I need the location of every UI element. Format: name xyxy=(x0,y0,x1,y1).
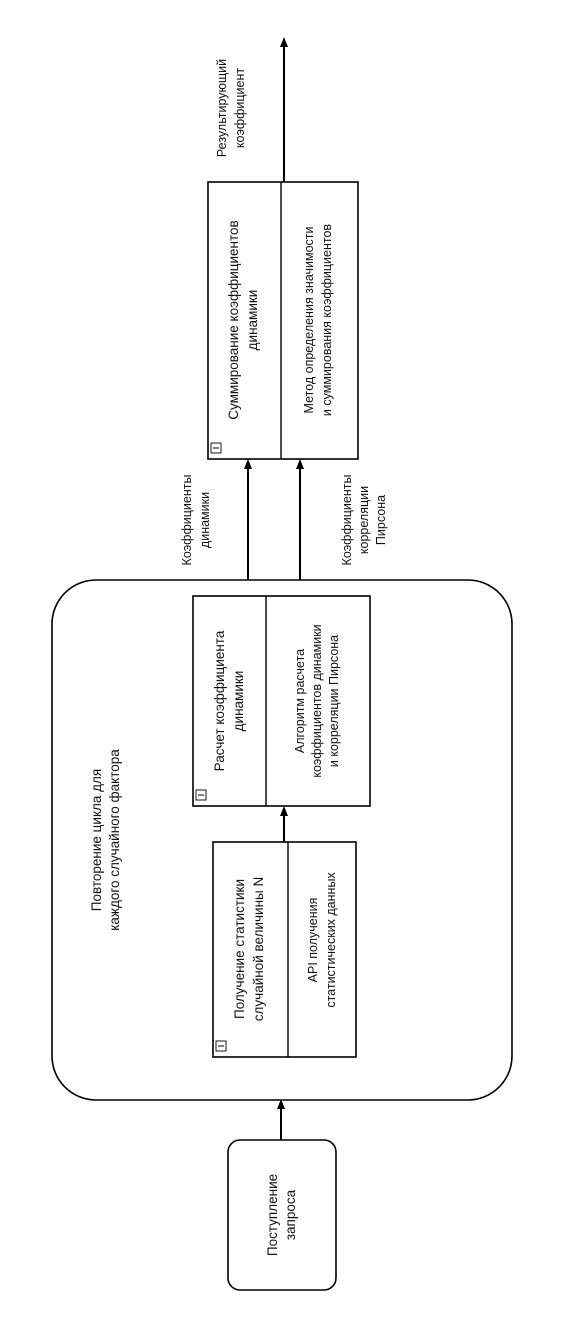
box3-title: Суммирование коэффициентов динамики xyxy=(226,220,260,419)
box2 xyxy=(192,595,371,807)
svg-text:Повторение цикла для: Повторение цикла для xyxy=(89,769,104,911)
start-label: Поступление запроса xyxy=(265,1174,298,1256)
svg-text:Алгоритм расчета: Алгоритм расчета xyxy=(293,649,307,753)
box1-title: Получение статистики случайной величины … xyxy=(232,877,266,1021)
svg-text:корреляции: корреляции xyxy=(357,486,371,554)
svg-text:Коэффициенты: Коэффициенты xyxy=(340,475,354,566)
svg-text:динамики: динамики xyxy=(245,290,260,351)
label-result: Результирующий коэффициент xyxy=(215,59,247,157)
loop-label: Повторение цикла для каждого случайного … xyxy=(89,749,122,931)
svg-text:Поступление: Поступление xyxy=(265,1174,280,1256)
box1-mechanism: API получения статистических данных xyxy=(306,872,338,1008)
label-coef-dynamics: Коэффициенты динамики xyxy=(180,475,212,566)
svg-text:Расчет коэффициента: Расчет коэффициента xyxy=(212,630,227,771)
svg-text:API получения: API получения xyxy=(306,898,320,983)
svg-text:Пирсона: Пирсона xyxy=(374,495,388,545)
svg-text:коэффициентов динамики: коэффициентов динамики xyxy=(310,624,324,777)
box3-mechanism: Метод определения значимости и суммирова… xyxy=(302,224,334,416)
box2-mechanism: Алгоритм расчета коэффициентов динамики … xyxy=(293,624,341,777)
svg-text:статистических данных: статистических данных xyxy=(324,872,338,1008)
svg-text:динамики: динамики xyxy=(198,492,212,548)
svg-text:каждого случайного фактора: каждого случайного фактора xyxy=(107,749,122,931)
svg-text:случайной величины N: случайной величины N xyxy=(251,877,266,1021)
svg-text:и корреляции Пирсона: и корреляции Пирсона xyxy=(327,635,341,767)
svg-text:Получение статистики: Получение статистики xyxy=(232,879,247,1019)
box1 xyxy=(212,841,357,1058)
svg-text:Суммирование коэффициентов: Суммирование коэффициентов xyxy=(226,220,241,419)
svg-text:и суммирования коэффициентов: и суммирования коэффициентов xyxy=(320,224,334,416)
svg-text:динамики: динамики xyxy=(231,671,246,732)
svg-text:запроса: запроса xyxy=(283,1189,298,1240)
svg-text:Результирующий: Результирующий xyxy=(215,59,229,157)
label-coef-pearson: Коэффициенты корреляции Пирсона xyxy=(340,475,388,566)
box2-title: Расчет коэффициента динамики xyxy=(212,630,246,771)
svg-text:коэффициент: коэффициент xyxy=(233,68,247,148)
start-box xyxy=(227,1139,337,1291)
svg-text:Метод определения значимости: Метод определения значимости xyxy=(302,226,316,413)
svg-text:Коэффициенты: Коэффициенты xyxy=(180,475,194,566)
